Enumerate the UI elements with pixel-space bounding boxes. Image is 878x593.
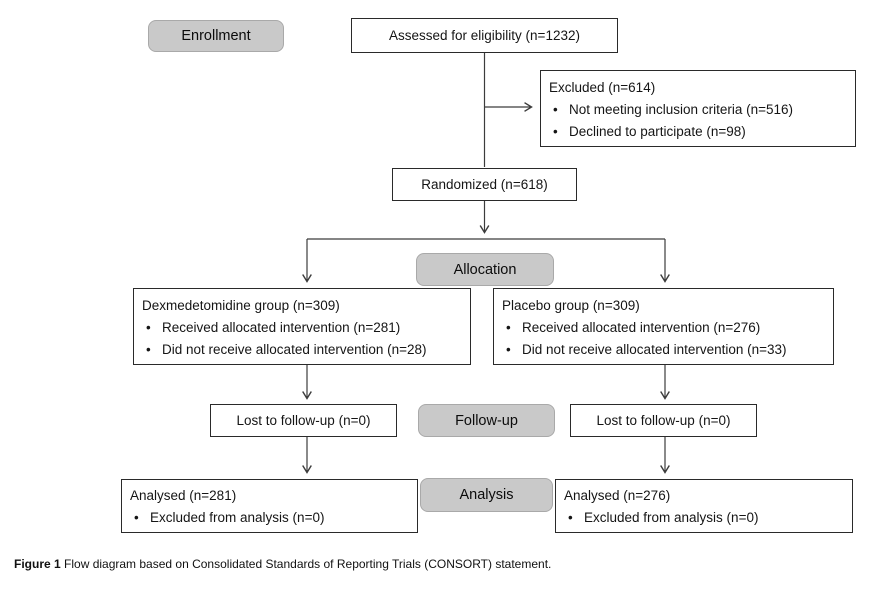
box-placebo-group: Placebo group (n=309) Received allocated… — [493, 288, 834, 365]
stage-label-allocation: Allocation — [416, 253, 554, 286]
box-dexmedetomidine-group: Dexmedetomidine group (n=309) Received a… — [133, 288, 471, 365]
stage-label-followup: Follow-up — [418, 404, 555, 437]
list-item: Excluded from analysis (n=0) — [130, 507, 407, 529]
box-dexmedetomidine-title: Dexmedetomidine group (n=309) — [142, 298, 340, 313]
figure-caption-label: Figure 1 — [14, 557, 61, 571]
box-excluded-bullets: Not meeting inclusion criteria (n=516) D… — [549, 99, 845, 143]
box-analysed-left-title: Analysed (n=281) — [130, 488, 237, 503]
box-excluded-title: Excluded (n=614) — [549, 80, 656, 95]
list-item: Not meeting inclusion criteria (n=516) — [549, 99, 845, 121]
box-analysed-right-title: Analysed (n=276) — [564, 488, 671, 503]
box-lost-followup-left: Lost to follow-up (n=0) — [210, 404, 397, 437]
list-item: Excluded from analysis (n=0) — [564, 507, 842, 529]
figure-caption-text: Flow diagram based on Consolidated Stand… — [60, 557, 552, 571]
box-analysed-right-bullets: Excluded from analysis (n=0) — [564, 507, 842, 529]
box-placebo-title: Placebo group (n=309) — [502, 298, 640, 313]
list-item: Received allocated intervention (n=276) — [502, 317, 823, 339]
box-assessed-eligibility: Assessed for eligibility (n=1232) — [351, 18, 618, 53]
box-lost-followup-right: Lost to follow-up (n=0) — [570, 404, 757, 437]
box-dexmedetomidine-bullets: Received allocated intervention (n=281) … — [142, 317, 460, 361]
box-analysed-left-bullets: Excluded from analysis (n=0) — [130, 507, 407, 529]
box-analysed-right: Analysed (n=276) Excluded from analysis … — [555, 479, 853, 533]
list-item: Did not receive allocated intervention (… — [142, 339, 460, 361]
box-analysed-left: Analysed (n=281) Excluded from analysis … — [121, 479, 418, 533]
figure-caption: Figure 1 Flow diagram based on Consolida… — [14, 557, 551, 571]
box-excluded: Excluded (n=614) Not meeting inclusion c… — [540, 70, 856, 147]
list-item: Received allocated intervention (n=281) — [142, 317, 460, 339]
stage-label-analysis: Analysis — [420, 478, 553, 512]
stage-label-enrollment: Enrollment — [148, 20, 284, 52]
box-randomized: Randomized (n=618) — [392, 168, 577, 201]
list-item: Did not receive allocated intervention (… — [502, 339, 823, 361]
box-placebo-bullets: Received allocated intervention (n=276) … — [502, 317, 823, 361]
list-item: Declined to participate (n=98) — [549, 121, 845, 143]
